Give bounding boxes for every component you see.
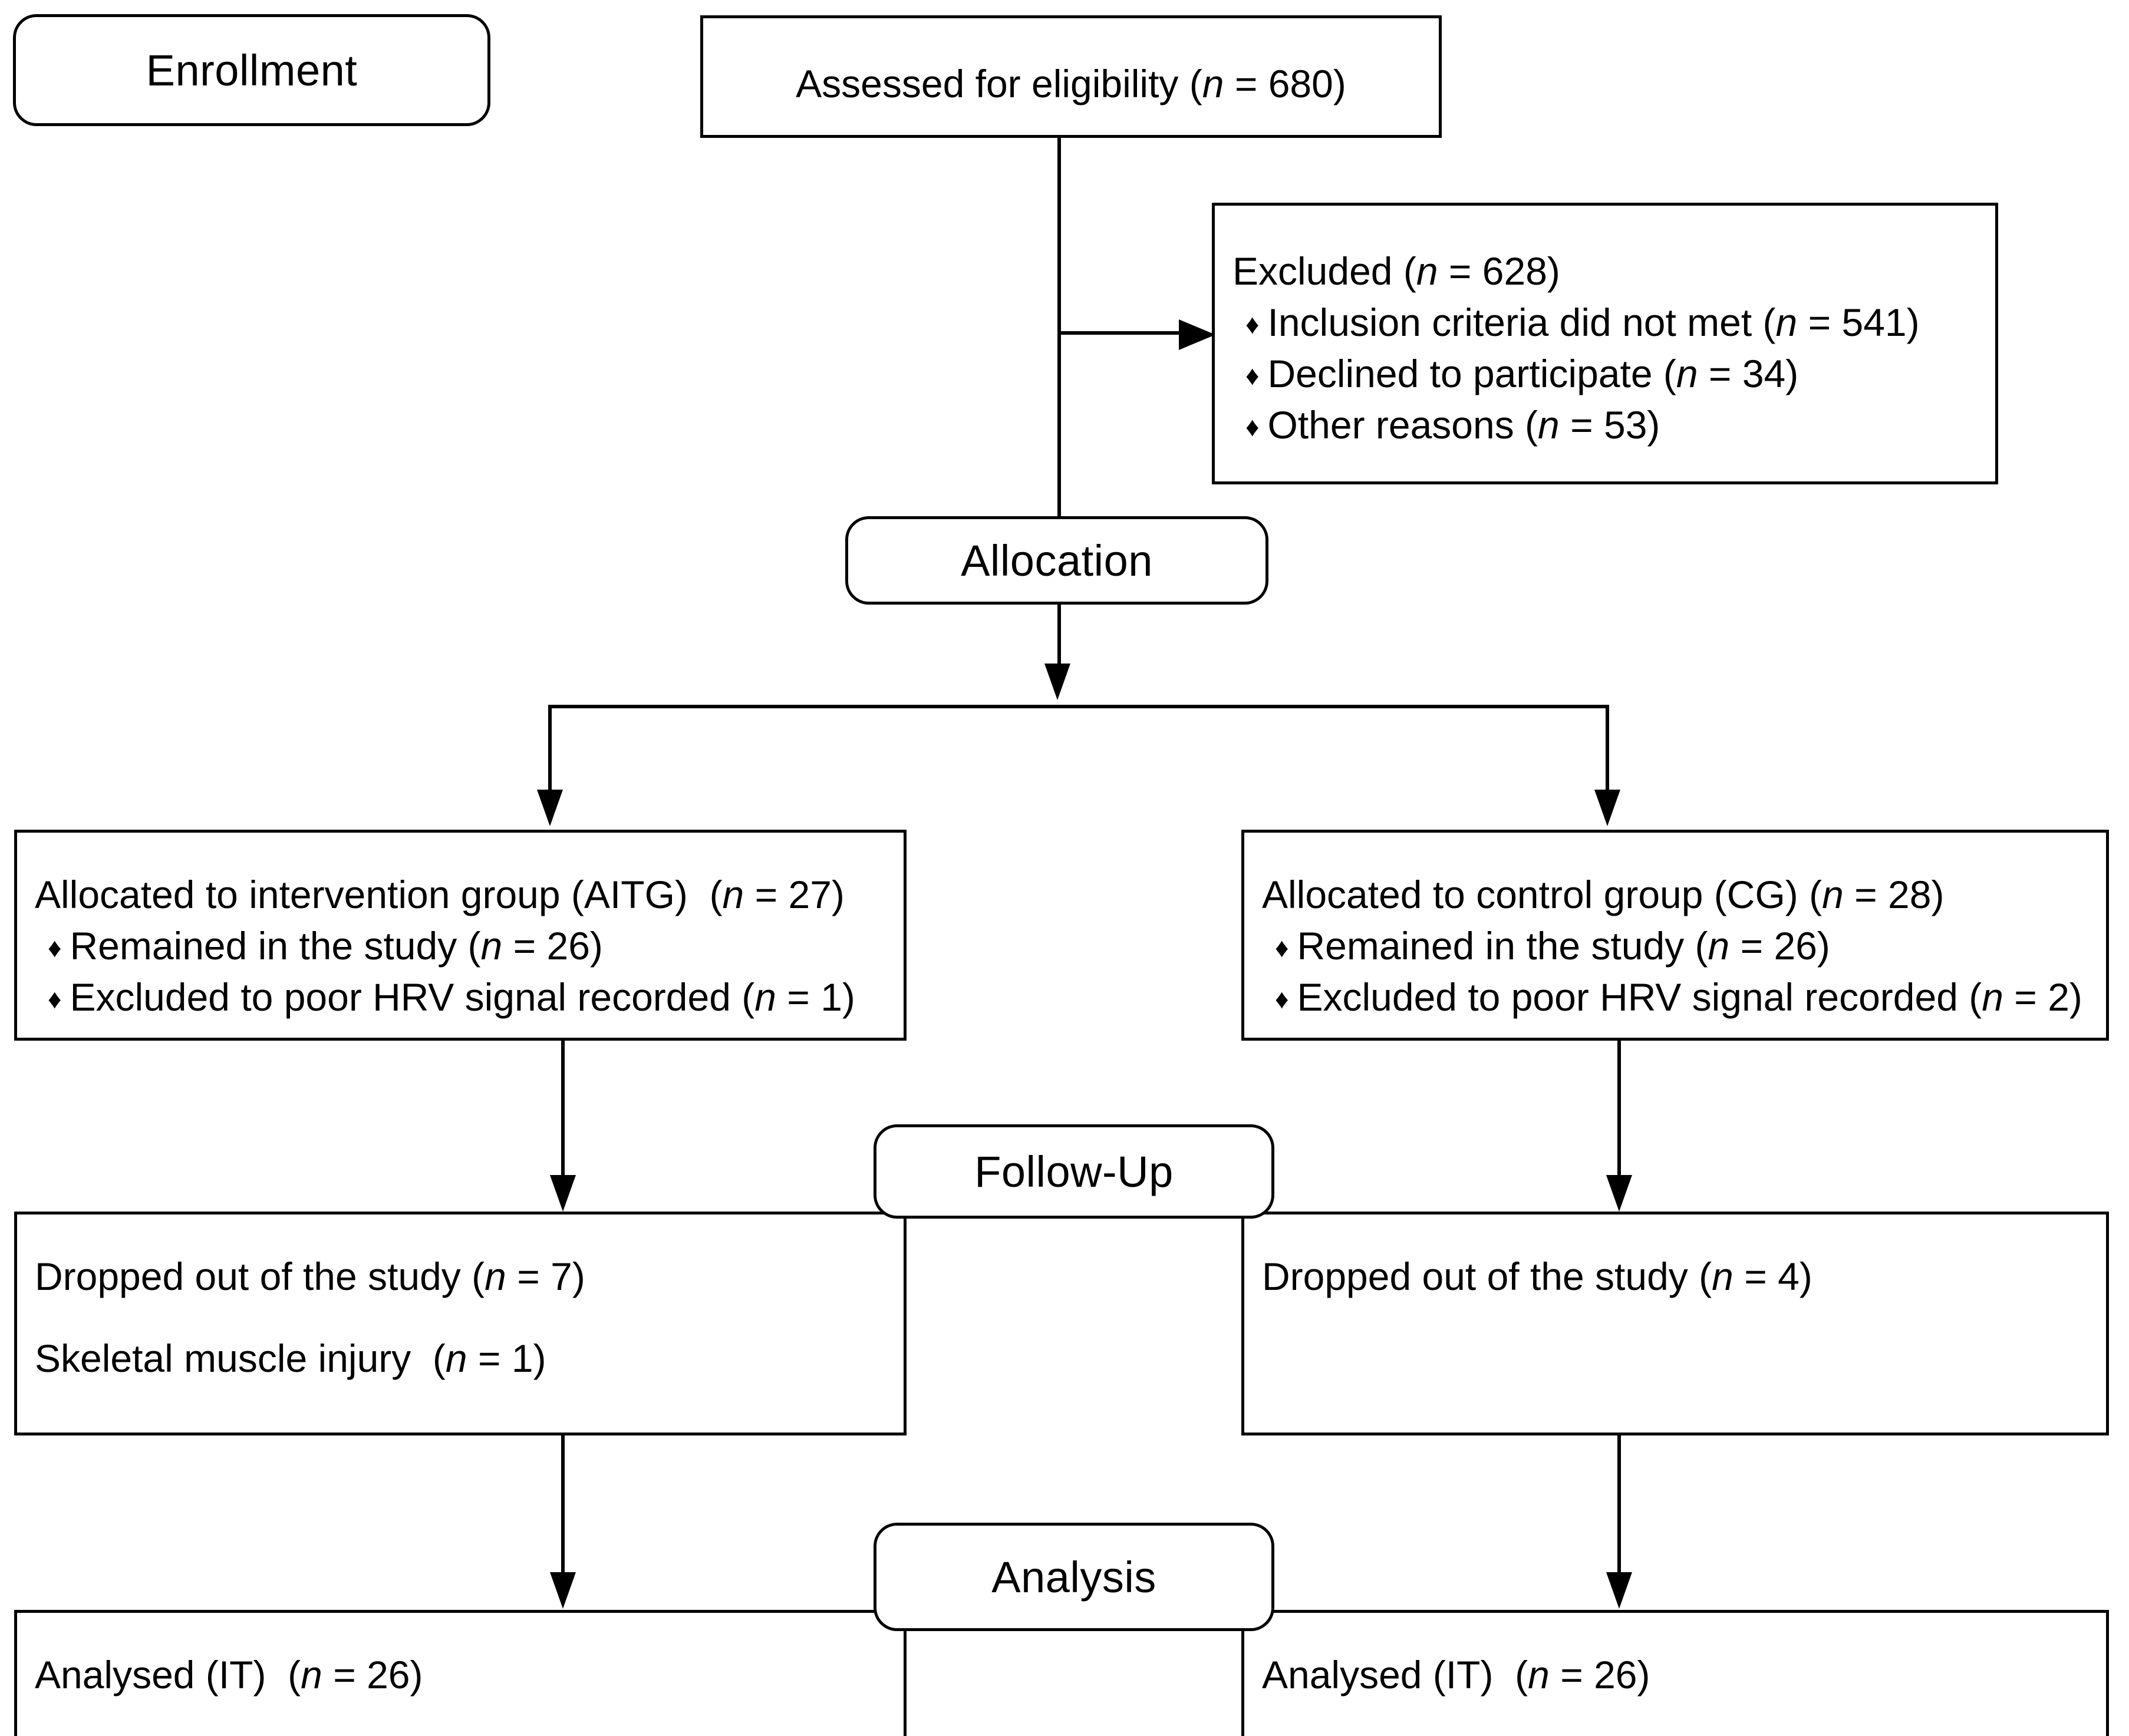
analysed-right-n: 26 [1594,1653,1637,1697]
stage-followup: Follow-Up [874,1124,1274,1219]
alloc-left-item-0: ♦Remained in the study (n = 26) [48,924,603,968]
arrowhead-followup-right [1606,1175,1632,1212]
connector-split-left [548,705,552,797]
diamond-bullet-icon: ♦ [1245,308,1260,339]
node-allocated-control: Allocated to control group (CG) (n = 28)… [1241,830,2109,1041]
node-allocated-intervention: Allocated to intervention group (AITG) (… [14,830,907,1041]
diamond-bullet-icon: ♦ [48,983,62,1014]
diamond-bullet-icon: ♦ [48,932,62,963]
connector-allocation-down [1057,605,1061,669]
n-symbol: n [1202,62,1224,105]
followup-left-line-0: Dropped out of the study (n = 7) [35,1255,585,1298]
alloc-right-item-1: ♦Excluded to poor HRV signal recorded (n… [1275,975,2082,1019]
excluded-n: 628 [1482,249,1547,293]
node-analysed-right: Analysed (IT) (n = 26) [1241,1610,2109,1736]
connector-split-horizontal [548,705,1609,708]
assessed-text: Assessed for eligibility (n = 680) [796,62,1346,105]
stage-enrollment: Enrollment [13,14,490,126]
excluded-reason-2: ♦Other reasons (n = 53) [1245,403,1660,447]
arrowhead-allocation [1044,664,1070,700]
arrowhead-excluded [1179,319,1215,350]
diamond-bullet-icon: ♦ [1245,359,1260,391]
analysed-right-text: Analysed (IT) (n = 26) [1262,1653,1650,1697]
node-assessed-for-eligibility: Assessed for eligibility (n = 680) [700,15,1442,138]
analysed-left-n: 26 [367,1653,410,1697]
excluded-heading: Excluded (n = 628) [1232,249,1560,293]
node-followup-right: Dropped out of the study (n = 4) [1241,1212,2109,1435]
diamond-bullet-icon: ♦ [1245,411,1260,442]
excluded-reason-0: ♦Inclusion criteria did not met (n = 541… [1245,301,1920,345]
alloc-left-heading: Allocated to intervention group (AITG) (… [35,873,845,916]
spacer [35,1302,886,1333]
stage-analysis: Analysis [874,1523,1274,1631]
connector-analysis-right [1617,1435,1621,1579]
connector-assessed-down [1057,138,1061,519]
analysed-left-text: Analysed (IT) (n = 26) [35,1653,423,1697]
alloc-right-n: 28 [1888,873,1932,916]
diamond-bullet-icon: ♦ [1275,932,1289,963]
arrowhead-alloc-left [537,790,563,826]
alloc-left-n: 27 [788,873,832,916]
assessed-n: 680 [1268,62,1333,105]
connector-followup-right [1617,1041,1621,1182]
followup-left-line-1: Skeletal muscle injury (n = 1) [35,1336,546,1381]
diamond-bullet-icon: ♦ [1275,983,1289,1014]
excluded-reason-1: ♦Declined to participate (n = 34) [1245,352,1799,396]
connector-followup-left [561,1041,565,1182]
node-excluded: Excluded (n = 628) ♦Inclusion criteria d… [1212,203,1998,484]
connector-split-right [1606,705,1609,797]
node-followup-left: Dropped out of the study (n = 7) Skeleta… [14,1212,907,1435]
arrowhead-followup-left [550,1175,576,1212]
alloc-left-item-1: ♦Excluded to poor HRV signal recorded (n… [48,975,855,1019]
stage-enrollment-label: Enrollment [146,45,358,95]
stage-analysis-label: Analysis [991,1552,1156,1602]
connector-analysis-left [561,1435,565,1579]
followup-right-line-0: Dropped out of the study (n = 4) [1262,1255,1812,1298]
alloc-right-heading: Allocated to control group (CG) (n = 28) [1262,873,1945,916]
stage-allocation-label: Allocation [961,536,1153,585]
alloc-right-item-0: ♦Remained in the study (n = 26) [1275,924,1830,968]
arrowhead-alloc-right [1594,790,1620,826]
arrowhead-analysis-right [1606,1572,1632,1609]
connector-excluded-horizontal [1057,331,1197,335]
node-analysed-left: Analysed (IT) (n = 26) [14,1610,907,1736]
arrowhead-analysis-left [550,1572,576,1609]
stage-allocation: Allocation [845,516,1268,605]
stage-followup-label: Follow-Up [974,1147,1174,1196]
